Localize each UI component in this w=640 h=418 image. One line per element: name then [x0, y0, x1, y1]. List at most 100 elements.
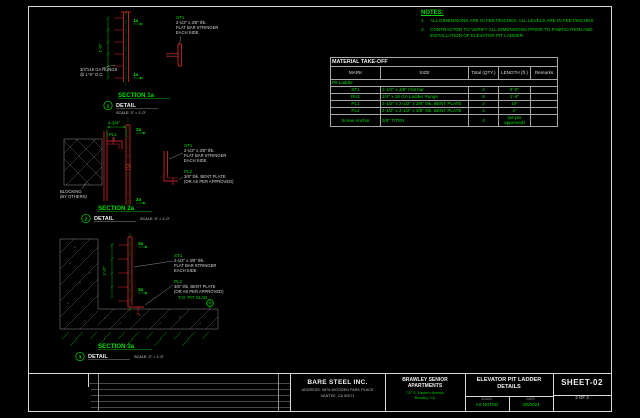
st1-callout: ST1 2-1/2" x 3/8" thk. FLAT BAR STRINGER…: [176, 15, 218, 35]
svg-text:EACH SIDE: EACH SIDE: [184, 158, 207, 163]
takeoff-cell: [531, 94, 558, 101]
svg-text:EACH SIDE: EACH SIDE: [174, 268, 197, 273]
takeoff-header: LENGTH (ft.): [499, 67, 531, 80]
sheet-number: SHEET-02: [553, 378, 611, 387]
takeoff-cell: [531, 108, 558, 115]
ladder-rungs: [118, 245, 128, 301]
takeoff-header: Remarks: [531, 67, 558, 80]
cell-divider: [553, 395, 611, 396]
scale-label: SCALE:: [465, 397, 509, 401]
takeoff-header: MARK: [331, 67, 381, 80]
takeoff-cell: 1'-6": [499, 94, 531, 101]
rung-spacing-dim: 1'-0": [98, 43, 103, 52]
elevation-marker: [207, 300, 214, 309]
revision-table: [88, 374, 290, 412]
detail-number: 2: [85, 217, 88, 223]
firm-cell: BARE STEEL INC. ADDRESS: 9876 WOODEN PAR…: [290, 374, 385, 412]
note-item: 1. ALL DIMENSIONS ARE IN FEET/INCHES. AL…: [421, 18, 607, 24]
scale-value: AS NOTED: [465, 402, 509, 407]
takeoff-cell: 8: [469, 94, 499, 101]
takeoff-cell: PL1: [331, 101, 381, 108]
takeoff-cell: 2: [469, 87, 499, 94]
detail-number: 3: [79, 355, 82, 361]
takeoff-cell: ST1: [331, 87, 381, 94]
sheet-title-cell: ELEVATOR PIT LADDER DETAILS SCALE: AS NO…: [465, 374, 553, 412]
blocking-callout: BLOCKING (BY OTHERS): [60, 189, 88, 199]
dimension-line: [111, 243, 114, 299]
sheet-title: ELEVATOR PIT LADDER DETAILS: [465, 377, 553, 391]
detail-label: DETAIL: [116, 103, 136, 109]
st1-callout: ST1 2-1/2" x 3/8" thk. FLAT BAR STRINGER…: [184, 143, 226, 163]
takeoff-cell: 2-1/2" x 3/8" Flat bar: [381, 87, 469, 94]
takeoff-cell: PL2: [331, 108, 381, 115]
notes-title: NOTES:: [421, 10, 607, 16]
section-title: SECTION 1a: [118, 92, 155, 99]
stringer-section-cut: [167, 44, 182, 66]
note-item: 2. CONTRACTOR TO VERIFY ALL DIMENSIONS P…: [421, 27, 607, 39]
detail-1-drawing: 1'-0" 1a 1a ST1 2-1/2" x 3/8" thk. FLAT …: [78, 8, 218, 116]
svg-text:EACH SIDE: EACH SIDE: [176, 30, 199, 35]
note-number: 1.: [421, 18, 430, 24]
bent-plate-pl2: [128, 301, 144, 314]
scale-field: SCALE: AS NOTED: [465, 397, 509, 412]
takeoff-cell: 10": [499, 101, 531, 108]
wall-face-lines: [104, 131, 107, 201]
detail-2-drawing: 4-3/4" 2a 2a ST1 2-1/2" x 3/8" thk. FLAT…: [56, 113, 236, 227]
project-address-line: Brawley, CA: [385, 396, 465, 401]
takeoff-cell: 4": [499, 108, 531, 115]
pl1-callout: PL1: [109, 132, 118, 137]
leader-line: [145, 285, 173, 305]
section-title: SECTION 3a: [98, 343, 135, 350]
takeoff-cell: [531, 101, 558, 108]
takeoff-group-label: Pit Ladder: [331, 80, 558, 87]
blocking-hatch: [64, 139, 102, 185]
takeoff-cell: 2: [469, 101, 499, 108]
leader-line: [82, 183, 86, 189]
takeoff-cell: 4: [469, 115, 499, 127]
material-takeoff-table: MATERIAL TAKE-OFF MARK SIZE Total (QTY.)…: [330, 57, 558, 127]
offset-dim: 4-3/4": [108, 121, 120, 126]
project-name: BRAWLEY SENIOR APARTMENTS: [385, 377, 465, 389]
revision-rows: [88, 378, 290, 410]
firm-address-line: ADDRESS: 9876 WOODEN PARK PLACE: [290, 388, 385, 394]
detail-scale: SCALE: 3" = 1'-0": [140, 217, 171, 221]
date-label: DATE:: [509, 397, 553, 401]
leader-line: [134, 261, 173, 267]
project-address: 737 S. Eastern Avenue Brawley, CA: [385, 391, 465, 402]
takeoff-cell: 2-1/2" x 2-1/2" x 3/8" thk, BENT PLATE: [381, 108, 469, 115]
svg-text:(OR AS PER APPROVED): (OR AS PER APPROVED): [174, 289, 224, 294]
takeoff-header: SIZE: [381, 67, 469, 80]
takeoff-cell: RU1: [331, 94, 381, 101]
detail-scale: SCALE: 3" = 1'-0": [134, 355, 165, 359]
svg-text:(OR AS PER APPROVED): (OR AS PER APPROVED): [184, 179, 234, 184]
project-cell: BRAWLEY SENIOR APARTMENTS 737 S. Eastern…: [385, 374, 465, 412]
takeoff-cell: [531, 87, 558, 94]
leader-line: [169, 153, 183, 159]
pl2-callout: PL2 3/8" thk. BENT PLATE (OR AS PER APPR…: [184, 169, 234, 184]
sheet-number-cell: SHEET-02 2 OF 3: [553, 374, 611, 412]
revision-subdivider: [98, 374, 99, 412]
leader-line: [179, 177, 183, 180]
takeoff-cell: 3/4" x 16 GA Ladder Rungs: [381, 94, 469, 101]
takeoff-cell: 2-1/2" x 2-1/2" x 3/8" thk, BENT PLATE: [381, 101, 469, 108]
soil-hatch: [62, 332, 209, 346]
sheet-title-line: ELEVATOR PIT LADDER: [465, 377, 553, 384]
sheet-title-line: DETAILS: [465, 384, 553, 391]
takeoff-cell: 3/8" TITEN: [381, 115, 469, 127]
date-field: DATE: 2/6/2024: [509, 397, 553, 412]
notes-panel: NOTES: 1. ALL DIMENSIONS ARE IN FEET/INC…: [421, 10, 607, 43]
section-marker-label: 1a: [133, 18, 139, 24]
section-marker-label: 2a: [136, 197, 142, 203]
section-cut-marker: [133, 23, 143, 79]
detail-3-drawing: 1'-0" 3a 3a T.O. PIT SLAB ST1 2-1/2" x 3…: [50, 233, 235, 365]
note-text: ALL DIMENSIONS ARE IN FEET/INCHES. ALL L…: [430, 18, 607, 24]
firm-name: BARE STEEL INC.: [290, 379, 385, 386]
section-cut-marker: [136, 132, 146, 204]
takeoff-cell: 2: [469, 108, 499, 115]
takeoff-header: Total (QTY.): [469, 67, 499, 80]
detail-label: DETAIL: [88, 354, 108, 360]
takeoff-cell: 8'-0": [499, 87, 531, 94]
pl2-callout: PL2 3/8" thk. BENT PLATE (OR AS PER APPR…: [174, 279, 224, 294]
svg-text:(BY OTHERS): (BY OTHERS): [60, 194, 88, 199]
